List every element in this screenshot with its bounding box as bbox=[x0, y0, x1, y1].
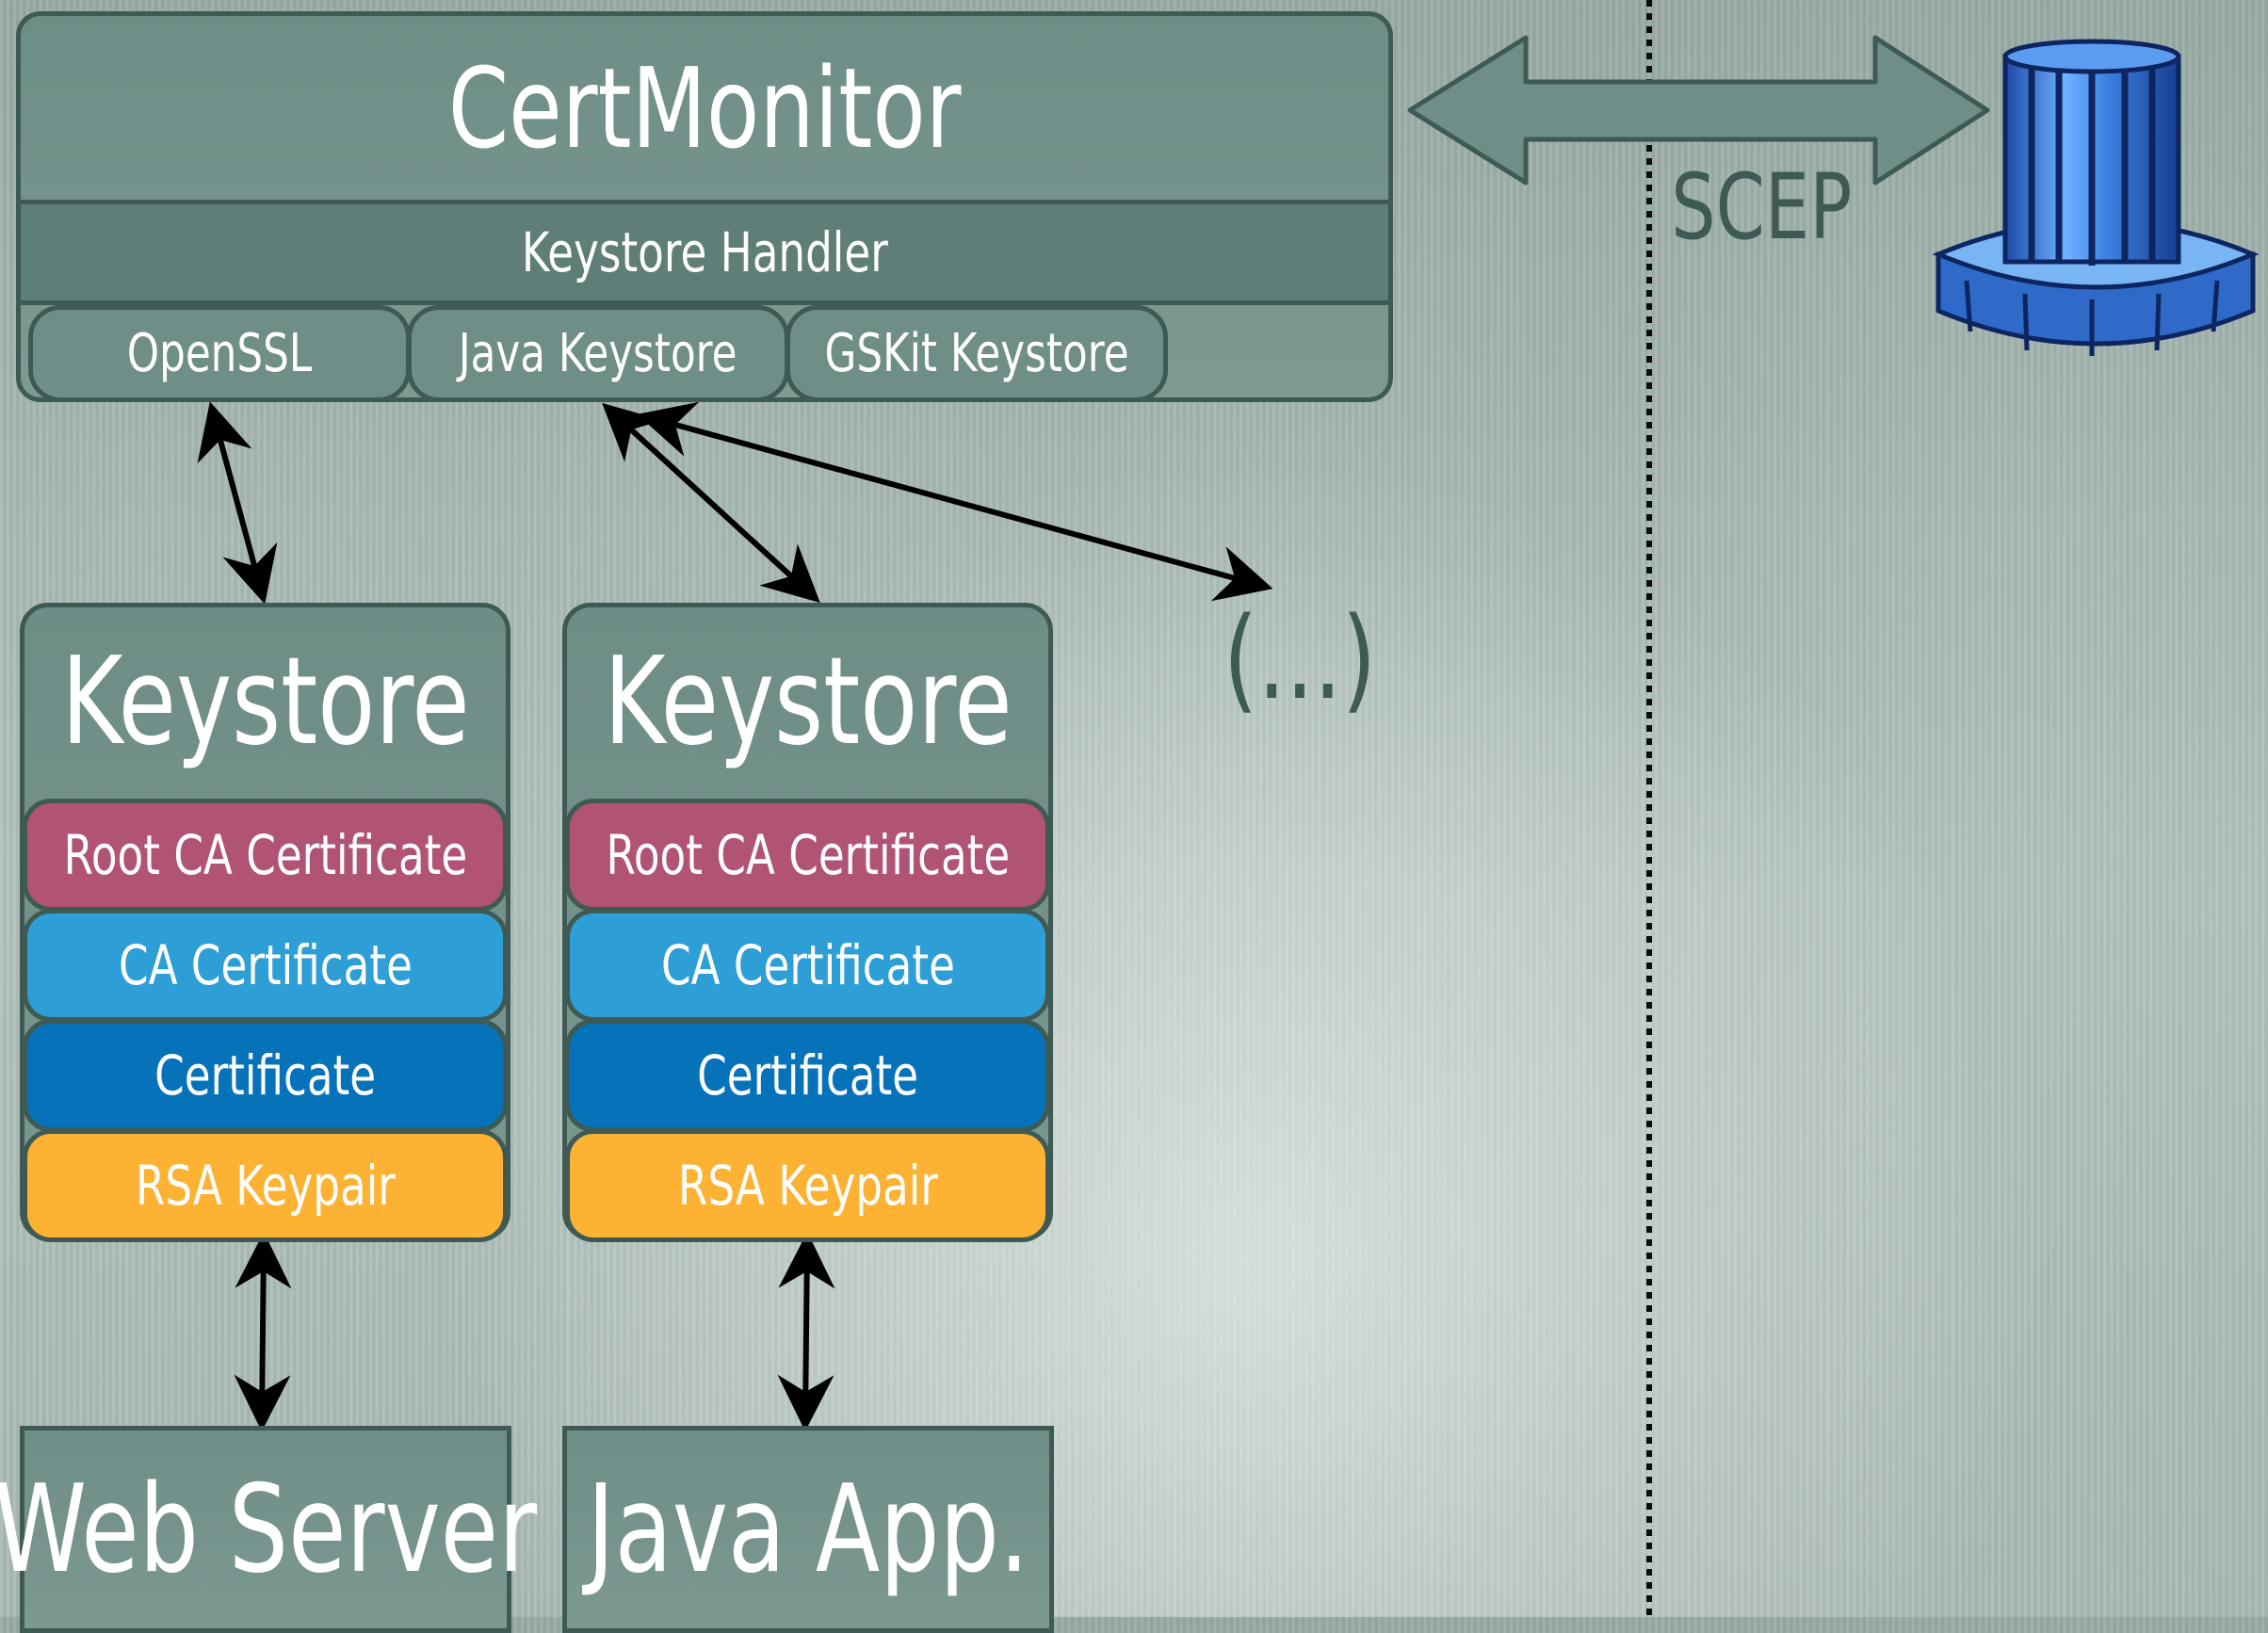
keystore-handler-band: Keystore Handler bbox=[21, 200, 1388, 305]
keystore-title: Keystore bbox=[60, 631, 470, 772]
openssl-tab: OpenSSL bbox=[28, 305, 411, 397]
arrow-java-more bbox=[637, 401, 1273, 602]
arrow-keystore-javaapp bbox=[777, 1232, 835, 1431]
web-server-box: Web Server bbox=[0, 1426, 537, 1633]
java-keystore-tab: Java Keystore bbox=[407, 305, 789, 397]
rsa-keypair-layer: RSA Keypair bbox=[23, 1129, 508, 1242]
database-server-icon bbox=[1932, 39, 2260, 356]
more-keystores-label: (...) bbox=[1223, 593, 1377, 725]
certificate-layer: Certificate bbox=[23, 1019, 508, 1132]
scep-label: SCEP bbox=[1670, 154, 1853, 260]
arrow-java-keystore bbox=[602, 402, 820, 604]
certmonitor-box: CertMonitor Keystore Handler OpenSSL Jav… bbox=[16, 11, 1393, 402]
rsa-keypair-layer: RSA Keypair bbox=[565, 1129, 1050, 1242]
keystore-1: Keystore Root CA Certificate CA Certific… bbox=[20, 603, 510, 1242]
keystore-2: Keystore Root CA Certificate CA Certific… bbox=[562, 603, 1053, 1242]
root-ca-certificate-layer: Root CA Certificate bbox=[23, 799, 508, 912]
gskit-keystore-tab: GSKit Keystore bbox=[786, 305, 1168, 397]
certificate-layer: Certificate bbox=[565, 1019, 1050, 1132]
java-app-box: Java App. bbox=[562, 1426, 1054, 1633]
arrow-openssl-keystore bbox=[197, 401, 278, 605]
certmonitor-title: CertMonitor bbox=[447, 42, 962, 173]
scep-double-arrow bbox=[1407, 35, 1990, 186]
root-ca-certificate-layer: Root CA Certificate bbox=[565, 799, 1050, 912]
keystore-title: Keystore bbox=[603, 631, 1012, 772]
ca-certificate-layer: CA Certificate bbox=[565, 909, 1050, 1022]
arrow-keystore-webserver bbox=[234, 1232, 292, 1431]
ca-certificate-layer: CA Certificate bbox=[23, 909, 508, 1022]
